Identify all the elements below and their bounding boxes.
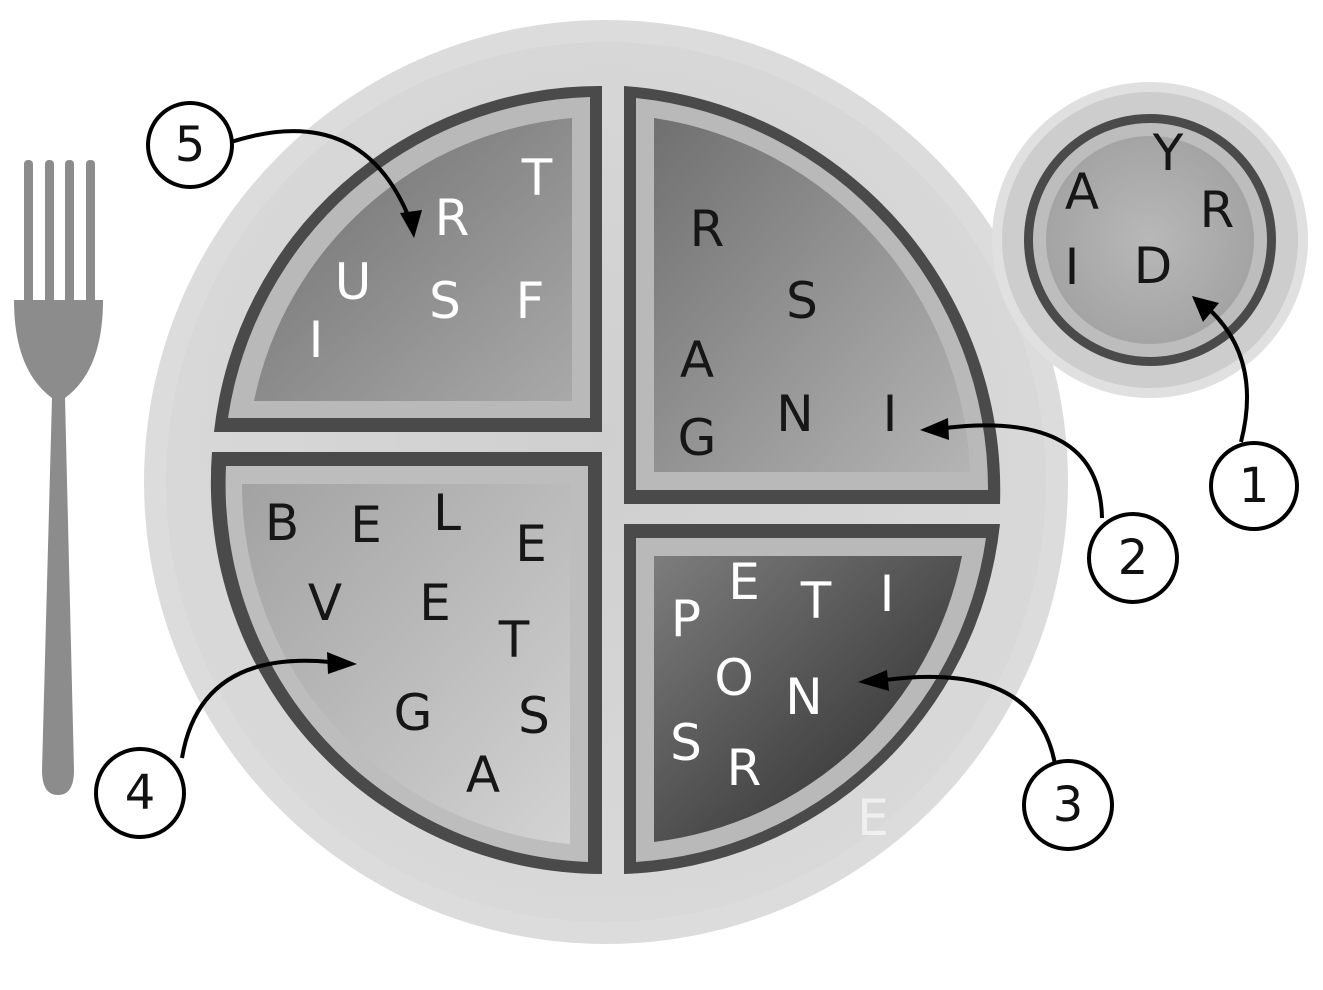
fruits-letter: S: [429, 272, 461, 330]
grains-letter: G: [678, 409, 717, 467]
callout-3: 3: [1024, 761, 1112, 849]
vegetables-letter: A: [466, 746, 500, 804]
protein-letter: P: [671, 590, 701, 648]
grains-letter: S: [786, 272, 818, 330]
fruits-letter: I: [309, 311, 324, 369]
callout-number: 5: [175, 117, 206, 173]
callout-4: 4: [96, 749, 184, 837]
callout-number: 1: [1239, 458, 1270, 514]
protein-letter: O: [714, 649, 753, 707]
callout-number: 4: [125, 765, 156, 821]
protein-letter: R: [727, 739, 762, 797]
protein-letter-faint: E: [857, 789, 889, 847]
dairy-letter: I: [1065, 238, 1080, 296]
vegetables-letter: G: [394, 684, 433, 742]
fruits-letter: T: [521, 149, 553, 207]
grains-letter: A: [680, 331, 714, 389]
dairy-letter: Y: [1152, 124, 1184, 182]
fruits-letter: F: [516, 272, 545, 330]
protein-letter: S: [670, 714, 702, 772]
vegetables-letter: E: [419, 574, 451, 632]
dairy-letter: A: [1065, 163, 1099, 221]
protein-letter: T: [800, 572, 832, 630]
grains-letter: R: [690, 200, 725, 258]
vegetables-letter: E: [350, 496, 382, 554]
dairy-letter: D: [1134, 237, 1173, 295]
vegetables-letter: E: [515, 515, 547, 573]
vegetables-letter: T: [498, 611, 530, 669]
callout-number: 3: [1053, 777, 1084, 833]
vegetables-letter: V: [308, 574, 342, 632]
vegetables-letter: L: [433, 484, 461, 542]
callout-1: 1: [1211, 443, 1297, 529]
callout-5: 5: [148, 103, 232, 187]
vegetables-letter: S: [518, 687, 550, 745]
fruits-letter: R: [435, 189, 470, 247]
protein-letter: I: [880, 565, 895, 623]
vegetables-letter: B: [265, 494, 299, 552]
callout-2: 2: [1089, 514, 1177, 602]
dairy-letter: R: [1200, 181, 1235, 239]
protein-letter: E: [728, 553, 760, 611]
protein-letter: N: [785, 668, 822, 726]
fork-icon: [14, 160, 103, 795]
fruits-letter: U: [335, 253, 372, 311]
grains-letter: N: [776, 385, 813, 443]
callout-number: 2: [1118, 530, 1149, 586]
grains-letter: I: [883, 385, 898, 443]
